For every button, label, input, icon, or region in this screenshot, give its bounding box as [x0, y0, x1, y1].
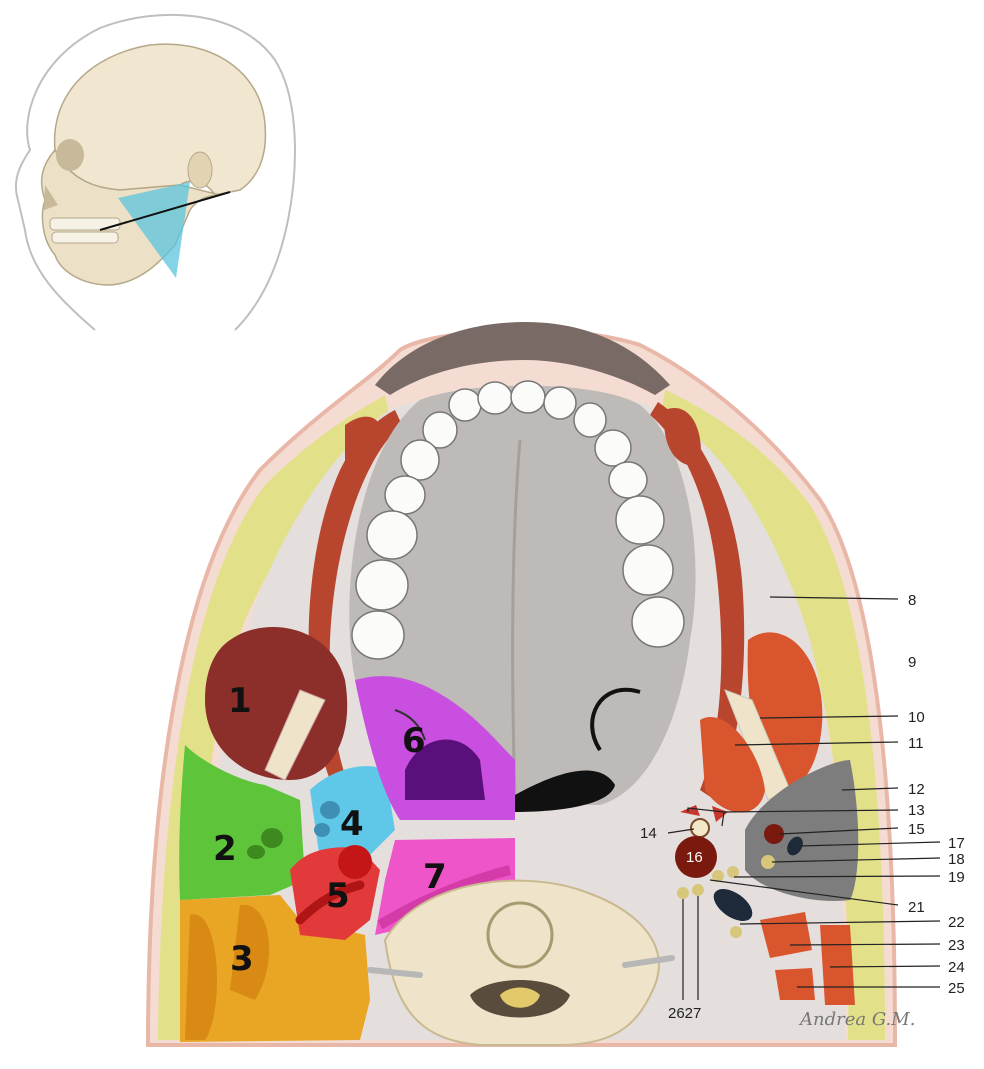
muscle-24 — [820, 925, 855, 1005]
tooth — [401, 440, 439, 480]
skull-orbit — [56, 139, 84, 171]
label-18: 18 — [948, 851, 965, 868]
tooth — [385, 476, 425, 514]
label-9: 9 — [908, 654, 916, 671]
zone-label-3: 3 — [230, 939, 254, 979]
nerve-26 — [677, 887, 689, 899]
tooth — [574, 403, 606, 437]
tooth — [449, 389, 481, 421]
nerve-27 — [692, 884, 704, 896]
label-10: 10 — [908, 709, 925, 726]
label-22: 22 — [948, 914, 965, 931]
label-14: 14 — [640, 825, 657, 842]
tooth — [511, 381, 545, 413]
skull-ear — [188, 152, 212, 188]
zone-label-7: 7 — [423, 857, 447, 897]
label-17: 17 — [948, 835, 965, 852]
zone-2-vessel-a — [261, 828, 283, 848]
label-13: 13 — [908, 802, 925, 819]
zone-4-structure-b — [314, 823, 330, 837]
label-19: 19 — [948, 869, 965, 886]
zone-label-4: 4 — [340, 804, 364, 844]
zone-label-6: 6 — [402, 721, 426, 761]
label-25: 25 — [948, 980, 965, 997]
zone-5-artery — [338, 845, 372, 879]
tooth — [623, 545, 673, 595]
label-11: 11 — [908, 735, 924, 752]
muscle-25 — [775, 968, 815, 1000]
artist-signature: Andrea G.M. — [798, 1009, 915, 1030]
label-12: 12 — [908, 781, 925, 798]
tooth — [356, 560, 408, 610]
tooth — [616, 496, 664, 544]
vessel-13-14-ring — [691, 819, 709, 837]
tooth — [544, 387, 576, 419]
label-26-27: 2627 — [668, 1005, 701, 1022]
label-16: 16 — [686, 849, 703, 866]
tooth — [478, 382, 512, 414]
tooth — [609, 462, 647, 498]
skull-lower-teeth — [52, 232, 118, 243]
zone-label-5: 5 — [326, 876, 350, 916]
zone-2-vessel-b — [247, 845, 265, 859]
tooth — [367, 511, 417, 559]
zone-label-2: 2 — [213, 829, 237, 869]
tooth — [632, 597, 684, 647]
tooth — [352, 611, 404, 659]
label-15: 15 — [908, 821, 925, 838]
label-23: 23 — [948, 937, 965, 954]
skull-cranium — [55, 44, 266, 195]
nerve-22 — [730, 926, 742, 938]
zone-label-1: 1 — [228, 681, 252, 721]
zone-4-structure-a — [320, 801, 340, 819]
label-24: 24 — [948, 959, 965, 976]
label-21: 21 — [908, 899, 925, 916]
tooth — [595, 430, 631, 466]
label-8: 8 — [908, 592, 916, 609]
skull-orientation-inset — [16, 15, 295, 330]
cross-section — [148, 322, 895, 1045]
dens — [488, 903, 552, 967]
nerve-19b — [727, 866, 739, 878]
